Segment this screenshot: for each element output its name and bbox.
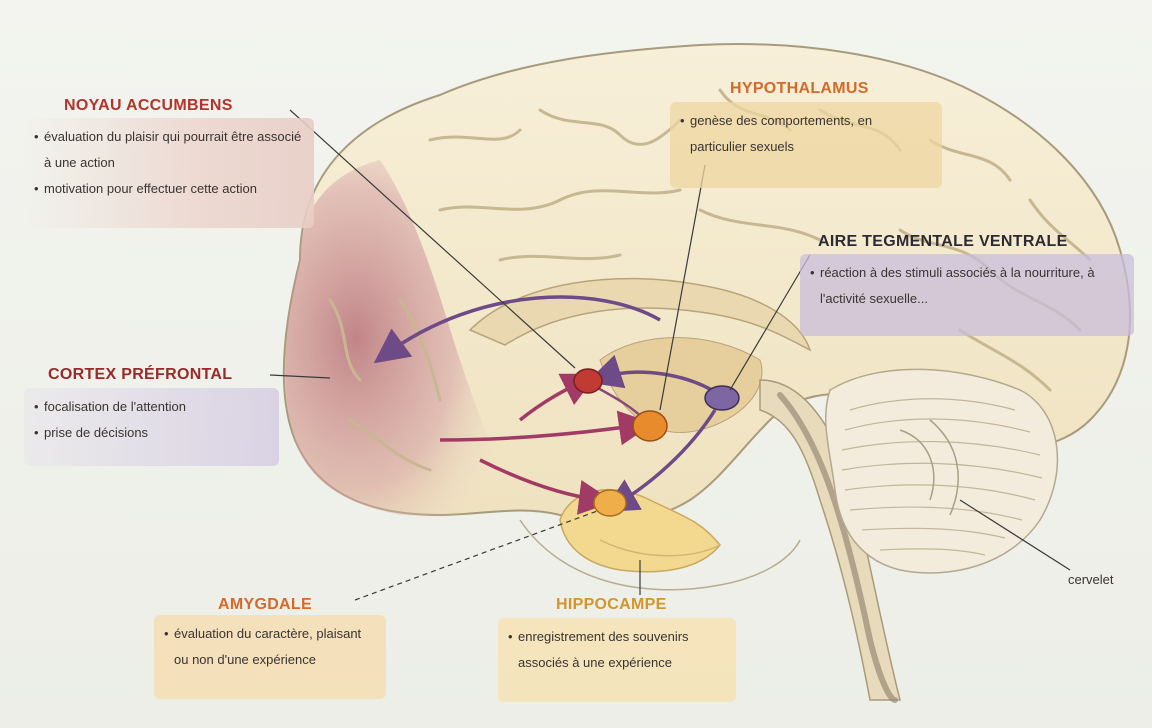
- atv-box: réaction à des stimuli associés à la nou…: [800, 254, 1134, 336]
- nucleus-accumbens-dot: [574, 369, 602, 393]
- cortex-prefrontal-point-1: focalisation de l'attention: [34, 394, 269, 420]
- cortex-prefrontal-title: CORTEX PRÉFRONTAL: [48, 366, 232, 384]
- noyau-accumbens-point-2: motivation pour effectuer cette action: [34, 176, 304, 202]
- noyau-accumbens-point-1: évaluation du plaisir qui pourrait être …: [34, 124, 304, 176]
- atv-title: AIRE TEGMENTALE VENTRALE: [818, 233, 1068, 251]
- cerebellum: [826, 369, 1058, 573]
- hippocampe-point-1: enregistrement des souvenirs associés à …: [508, 624, 726, 676]
- hippocampus-region: [560, 490, 720, 572]
- cortex-prefrontal-point-2: prise de décisions: [34, 420, 269, 446]
- hippocampe-title: HIPPOCAMPE: [556, 596, 667, 614]
- hippocampe-box: enregistrement des souvenirs associés à …: [498, 618, 736, 702]
- cortex-prefrontal-box: focalisation de l'attention prise de déc…: [24, 388, 279, 466]
- amygdala-dot: [594, 490, 626, 516]
- hypothalamus-title: HYPOTHALAMUS: [730, 80, 869, 98]
- hypothalamus-dot: [633, 411, 667, 441]
- noyau-accumbens-title: NOYAU ACCUMBENS: [64, 97, 233, 115]
- amygdale-point-1: évaluation du caractère, plaisant ou non…: [164, 621, 376, 673]
- atv-dot: [705, 386, 739, 410]
- cervelet-label: cervelet: [1068, 572, 1114, 587]
- amygdale-title: AMYGDALE: [218, 596, 312, 614]
- amygdale-box: évaluation du caractère, plaisant ou non…: [154, 615, 386, 699]
- atv-point-1: réaction à des stimuli associés à la nou…: [810, 260, 1124, 312]
- hypothalamus-point-1: genèse des comportements, en particulier…: [680, 108, 932, 160]
- noyau-accumbens-box: évaluation du plaisir qui pourrait être …: [24, 118, 314, 228]
- hypothalamus-box: genèse des comportements, en particulier…: [670, 102, 942, 188]
